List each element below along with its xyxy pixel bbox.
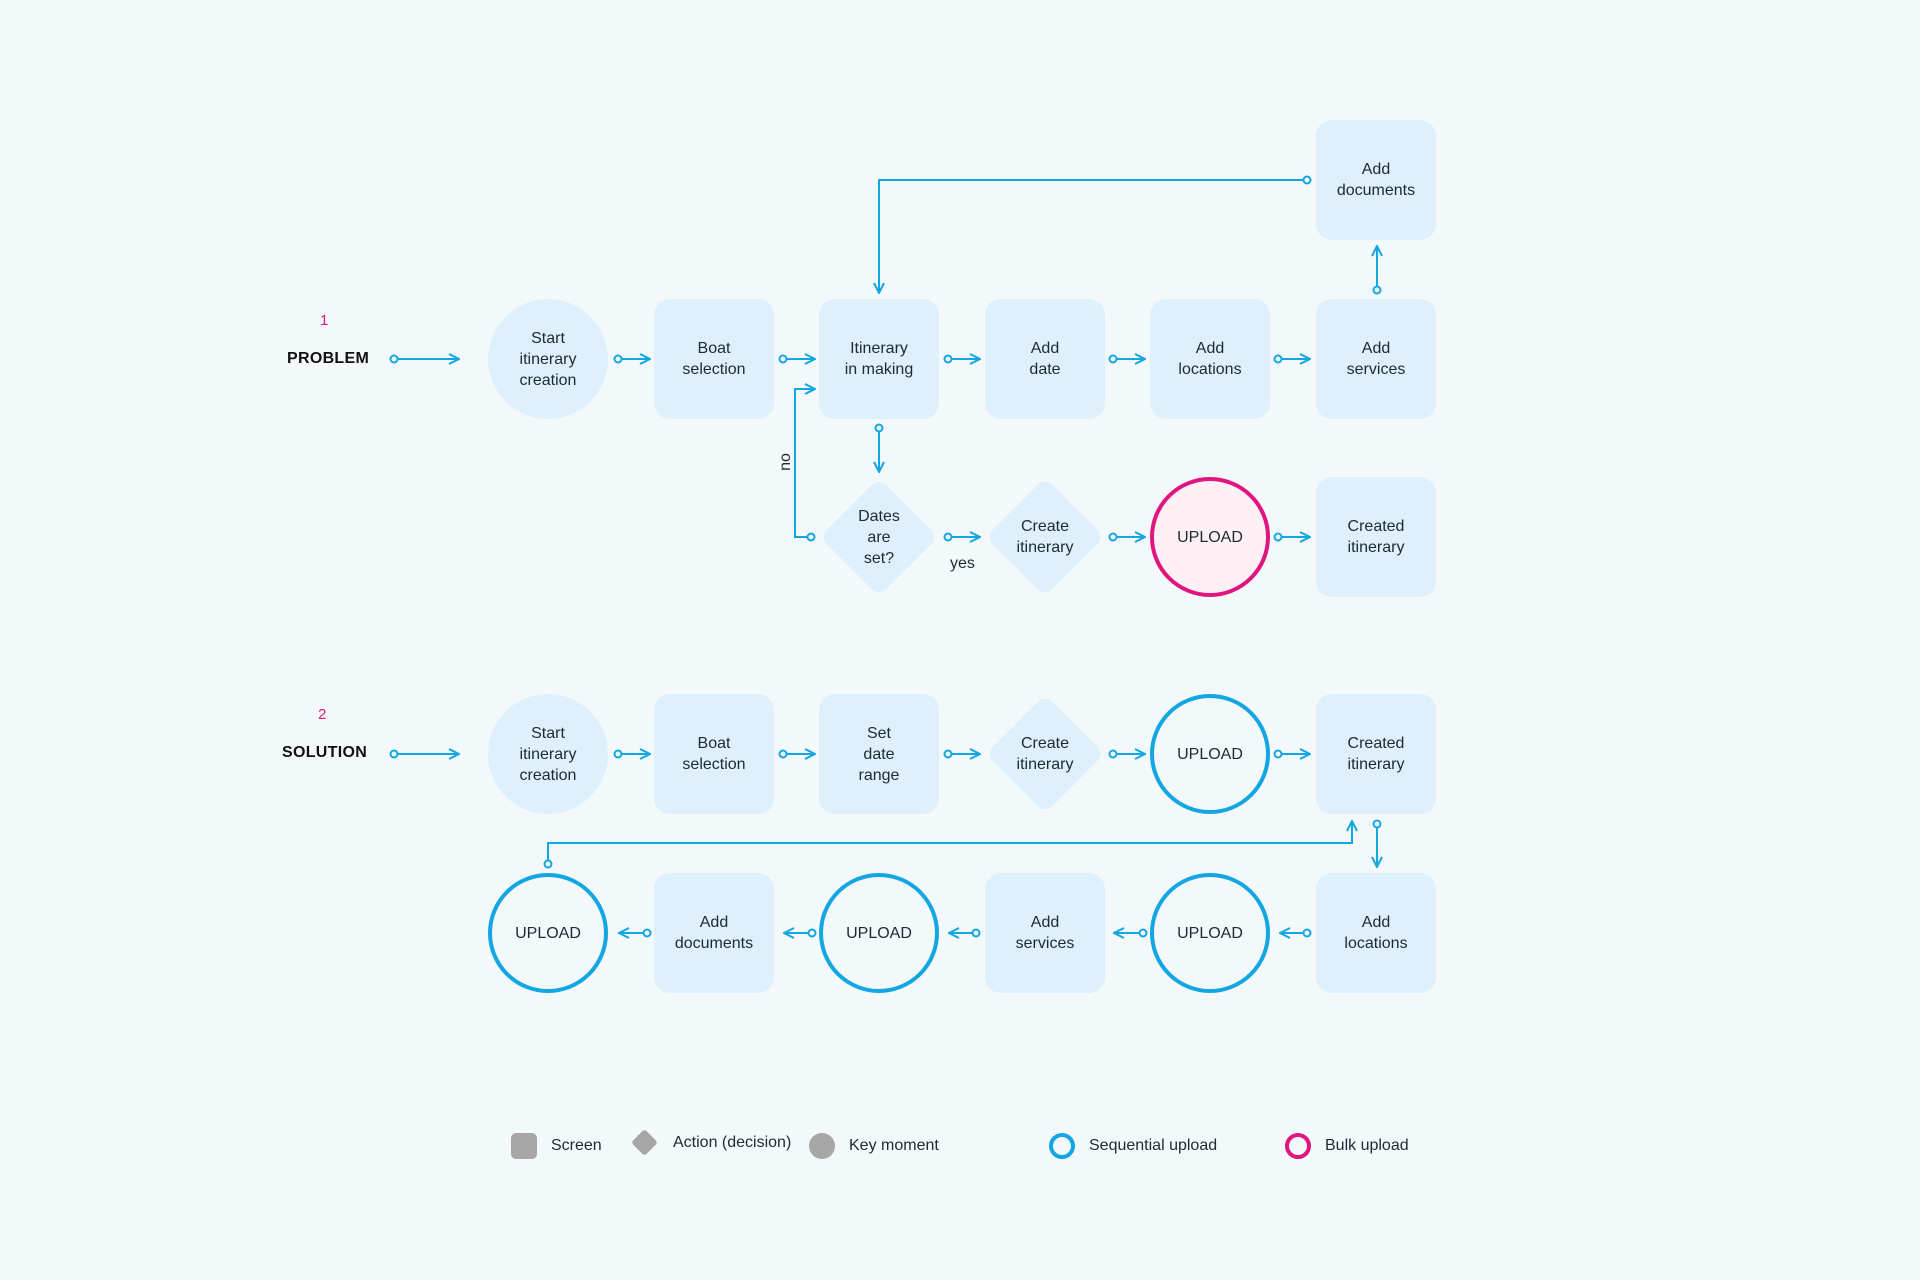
edge-p-decision-no [794, 389, 815, 538]
edge-label-yes: yes [950, 555, 975, 572]
node-p-itin: Itinerary in making [819, 299, 939, 419]
node-s-start: Start itinerary creation [488, 694, 608, 814]
edge-s-upload4-created [547, 821, 1352, 864]
node-p-serv: Add services [1316, 299, 1436, 419]
node-p-loc: Add locations [1150, 299, 1270, 419]
node-p-date: Add date [985, 299, 1105, 419]
node-s-boat: Boat selection [654, 694, 774, 814]
node-s-created: Created itinerary [1316, 694, 1436, 814]
sequential-upload-icon [1049, 1133, 1075, 1159]
node-p-dates-set: Dates are set? [819, 477, 939, 597]
node-s-loc: Add locations [1316, 873, 1436, 993]
node-p-created: Created itinerary [1316, 477, 1436, 597]
node-p-create: Create itinerary [985, 477, 1105, 597]
node-s-upload-3: UPLOAD [819, 873, 939, 993]
edge-label-no: no [776, 453, 794, 471]
legend-screen: Screen [511, 1133, 602, 1159]
screen-swatch-icon [511, 1133, 537, 1159]
solution-number: 2 [318, 706, 327, 723]
bulk-upload-icon [1285, 1133, 1311, 1159]
node-s-docs: Add documents [654, 873, 774, 993]
node-s-upload-1: UPLOAD [1150, 694, 1270, 814]
node-p-boat: Boat selection [654, 299, 774, 419]
problem-number: 1 [320, 312, 329, 329]
node-s-serv: Add services [985, 873, 1105, 993]
node-s-upload-2: UPLOAD [1150, 873, 1270, 993]
edge-p-docs-itin [879, 179, 1307, 293]
decision-swatch-icon [631, 1129, 658, 1156]
legend-bulk: Bulk upload [1285, 1133, 1409, 1159]
legend-sequential: Sequential upload [1049, 1133, 1217, 1159]
node-s-range: Set date range [819, 694, 939, 814]
legend-decision: Action (decision) [631, 1129, 791, 1156]
node-s-create: Create itinerary [985, 694, 1105, 814]
node-p-docs: Add documents [1316, 120, 1436, 240]
node-p-upload: UPLOAD [1150, 477, 1270, 597]
solution-label: SOLUTION [282, 744, 368, 761]
legend-moment: Key moment [809, 1133, 939, 1159]
problem-label: PROBLEM [287, 350, 370, 367]
moment-swatch-icon [809, 1133, 835, 1159]
node-s-upload-4: UPLOAD [488, 873, 608, 993]
node-p-start: Start itinerary creation [488, 299, 608, 419]
